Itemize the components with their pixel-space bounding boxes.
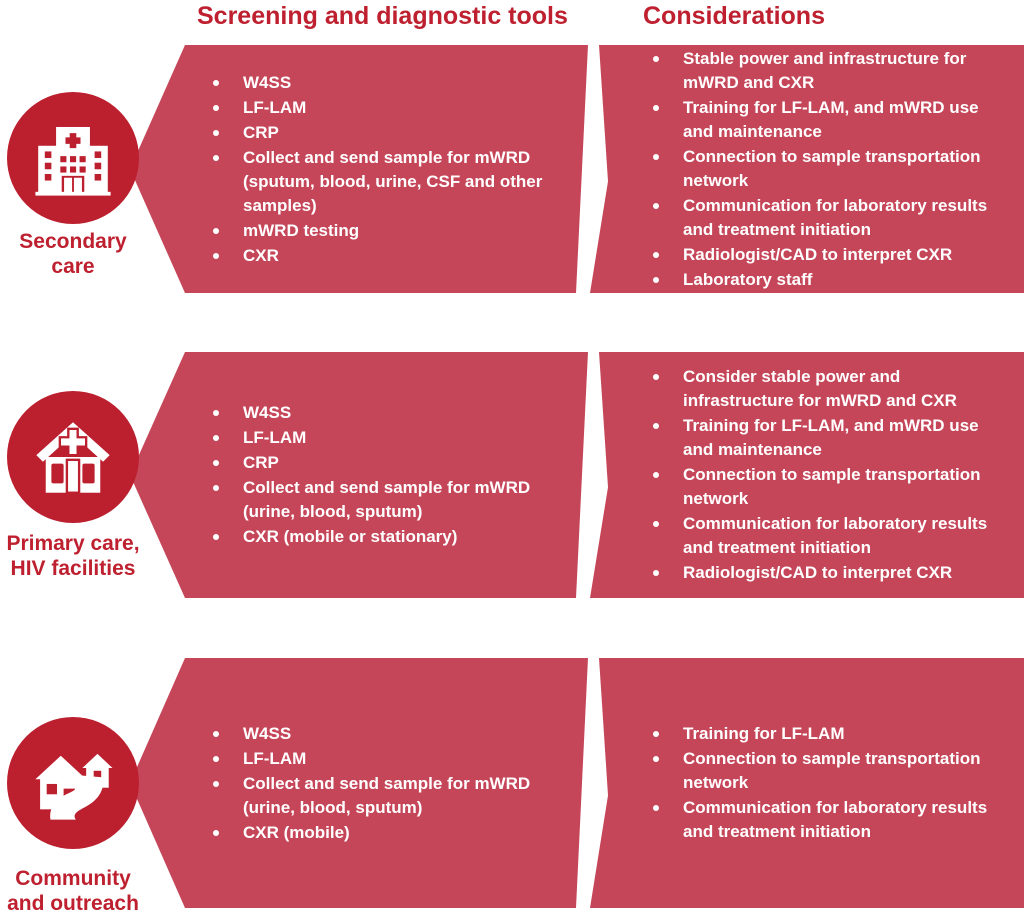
row-label-line: Secondary [19, 230, 127, 253]
row-label-line: care [51, 255, 95, 278]
consideration-item: Training for LF-LAM, and mWRD use and ma… [650, 96, 1002, 144]
consideration-item: Training for LF-LAM [650, 722, 1002, 746]
tool-item: W4SS [210, 71, 560, 95]
row-label-line: and outreach [7, 892, 139, 915]
tool-item: CXR [210, 244, 560, 268]
consideration-item: Stable power and infrastructure for mWRD… [650, 47, 1002, 95]
tools-panel: W4SS LF-LAM Collect and send sample for … [130, 658, 588, 908]
consideration-item: Connection to sample transportation netw… [650, 747, 1002, 795]
row-label-primary-care: Primary care, HIV facilities [0, 531, 158, 581]
tools-list: W4SS LF-LAM CRP Collect and send sample … [210, 400, 560, 550]
considerations-list: Consider stable power and infrastructure… [650, 364, 1002, 586]
consideration-item: Connection to sample transportation netw… [650, 145, 1002, 193]
consideration-item: Communication for laboratory results and… [650, 796, 1002, 844]
consideration-item: Consider stable power and infrastructure… [650, 365, 1002, 413]
community-houses-icon [7, 717, 139, 849]
considerations-list: Stable power and infrastructure for mWRD… [650, 46, 1002, 293]
tools-list: W4SS LF-LAM CRP Collect and send sample … [210, 70, 560, 269]
consideration-item: Connection to sample transportation netw… [650, 463, 1002, 511]
row-secondary-care: W4SS LF-LAM CRP Collect and send sample … [0, 45, 1024, 293]
tool-item: CRP [210, 121, 560, 145]
tools-panel: W4SS LF-LAM CRP Collect and send sample … [130, 45, 588, 293]
tool-item: W4SS [210, 401, 560, 425]
row-label-line: Community [15, 867, 131, 890]
tool-item: Collect and send sample for mWRD (urine,… [210, 772, 560, 820]
consideration-item: Communication for laboratory results and… [650, 512, 1002, 560]
tool-item: CXR (mobile) [210, 821, 560, 845]
hospital-icon [7, 92, 139, 224]
consideration-item: Communication for laboratory results and… [650, 194, 1002, 242]
considerations-column-header: Considerations [643, 2, 825, 30]
row-label-secondary-care: Secondary care [0, 229, 158, 279]
clinic-icon [7, 391, 139, 523]
row-label-line: Primary care, [6, 532, 140, 555]
row-label-community-outreach: Community and outreach [0, 866, 158, 916]
tool-item: LF-LAM [210, 747, 560, 771]
tool-item: Collect and send sample for mWRD (urine,… [210, 476, 560, 524]
tool-item: LF-LAM [210, 426, 560, 450]
considerations-list: Training for LF-LAM Connection to sample… [650, 721, 1002, 845]
tool-item: LF-LAM [210, 96, 560, 120]
considerations-panel: Consider stable power and infrastructure… [590, 352, 1024, 598]
tool-item: Collect and send sample for mWRD (sputum… [210, 146, 560, 218]
tool-item: CXR (mobile or stationary) [210, 525, 560, 549]
tools-column-header: Screening and diagnostic tools [197, 2, 568, 30]
consideration-item: Radiologist/CAD to interpret CXR [650, 243, 1002, 267]
consideration-item: Training for LF-LAM, and mWRD use and ma… [650, 414, 1002, 462]
tool-item: CRP [210, 451, 560, 475]
tool-item: W4SS [210, 722, 560, 746]
tools-panel: W4SS LF-LAM CRP Collect and send sample … [130, 352, 588, 598]
consideration-item: Laboratory staff [650, 268, 1002, 292]
row-label-line: HIV facilities [10, 557, 136, 580]
row-community-outreach: W4SS LF-LAM Collect and send sample for … [0, 658, 1024, 915]
consideration-item: Radiologist/CAD to interpret CXR [650, 561, 1002, 585]
row-primary-care: W4SS LF-LAM CRP Collect and send sample … [0, 352, 1024, 598]
tools-list: W4SS LF-LAM Collect and send sample for … [210, 721, 560, 846]
tool-item: mWRD testing [210, 219, 560, 243]
considerations-panel: Stable power and infrastructure for mWRD… [590, 45, 1024, 293]
considerations-panel: Training for LF-LAM Connection to sample… [590, 658, 1024, 908]
